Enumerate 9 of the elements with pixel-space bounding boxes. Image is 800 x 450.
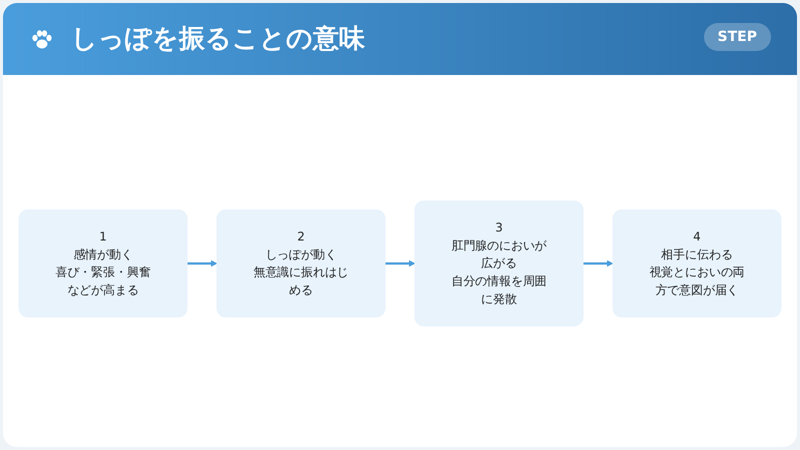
node-box: 4 相手に伝わる 視覚とにおいの両方で意図が届く (612, 209, 782, 317)
node-box: 3 肛門腺のにおいが広がる 自分の情報を周囲に発散 (414, 200, 584, 326)
step-badge: STEP (704, 23, 771, 51)
arrow (187, 260, 218, 266)
arrow (583, 260, 614, 266)
node-box: 2 しっぽが動く 無意識に振れはじめる (216, 209, 386, 317)
node-box: 1 感情が動く 喜び・緊張・興奮などが高まる (18, 209, 188, 317)
title: しっぽを振ることの意味 (71, 23, 365, 56)
arrow (385, 260, 416, 266)
